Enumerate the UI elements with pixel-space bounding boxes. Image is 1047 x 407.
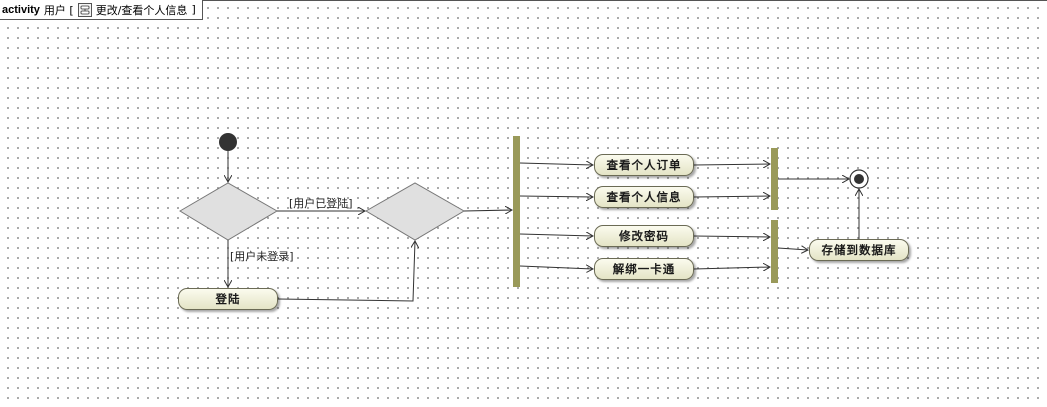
action-login[interactable]: 登陆 xyxy=(178,288,278,310)
fork-bar[interactable] xyxy=(513,136,520,287)
join-bar-bottom[interactable] xyxy=(771,220,778,283)
decision-node-login-check[interactable] xyxy=(179,182,278,241)
flow-fork-to-password[interactable] xyxy=(519,234,593,236)
flow-fork-to-unbind[interactable] xyxy=(519,266,593,269)
guard-logged-in: [用户已登陆] xyxy=(289,197,353,210)
action-save-to-database[interactable]: 存储到数据库 xyxy=(809,239,909,261)
initial-node[interactable] xyxy=(219,133,237,151)
action-unbind-card[interactable]: 解绑一卡通 xyxy=(594,258,694,280)
flow-merge-to-fork[interactable] xyxy=(463,210,512,211)
frame-keyword: activity xyxy=(2,3,40,16)
action-view-orders[interactable]: 查看个人订单 xyxy=(594,154,694,176)
merge-node[interactable] xyxy=(365,182,465,241)
diagram-frame-tab: activity 用户 [ 更改/查看个人信息 ] xyxy=(0,0,203,20)
flow-fork-to-info[interactable] xyxy=(519,196,593,197)
action-view-info[interactable]: 查看个人信息 xyxy=(594,186,694,208)
activity-diagram-icon xyxy=(77,2,92,17)
flow-login-to-merge[interactable] xyxy=(277,241,415,302)
flow-info-to-join[interactable] xyxy=(693,196,770,197)
frame-owner: 用户 [ xyxy=(43,3,74,17)
join-bar-top[interactable] xyxy=(771,148,778,210)
flow-unbind-to-join[interactable] xyxy=(693,267,770,269)
frame-closing-bracket: ] xyxy=(191,3,196,16)
guard-not-logged-in: [用户未登录] xyxy=(230,250,294,263)
flow-password-to-join[interactable] xyxy=(693,236,770,237)
frame-top-border xyxy=(0,0,1047,1)
flow-join-to-save[interactable] xyxy=(777,248,808,250)
action-change-password[interactable]: 修改密码 xyxy=(594,225,694,247)
final-node-inner xyxy=(854,174,864,184)
flow-fork-to-orders[interactable] xyxy=(519,163,593,165)
flow-orders-to-join[interactable] xyxy=(693,164,770,165)
frame-diagram-name[interactable]: 更改/查看个人信息 xyxy=(95,3,188,17)
